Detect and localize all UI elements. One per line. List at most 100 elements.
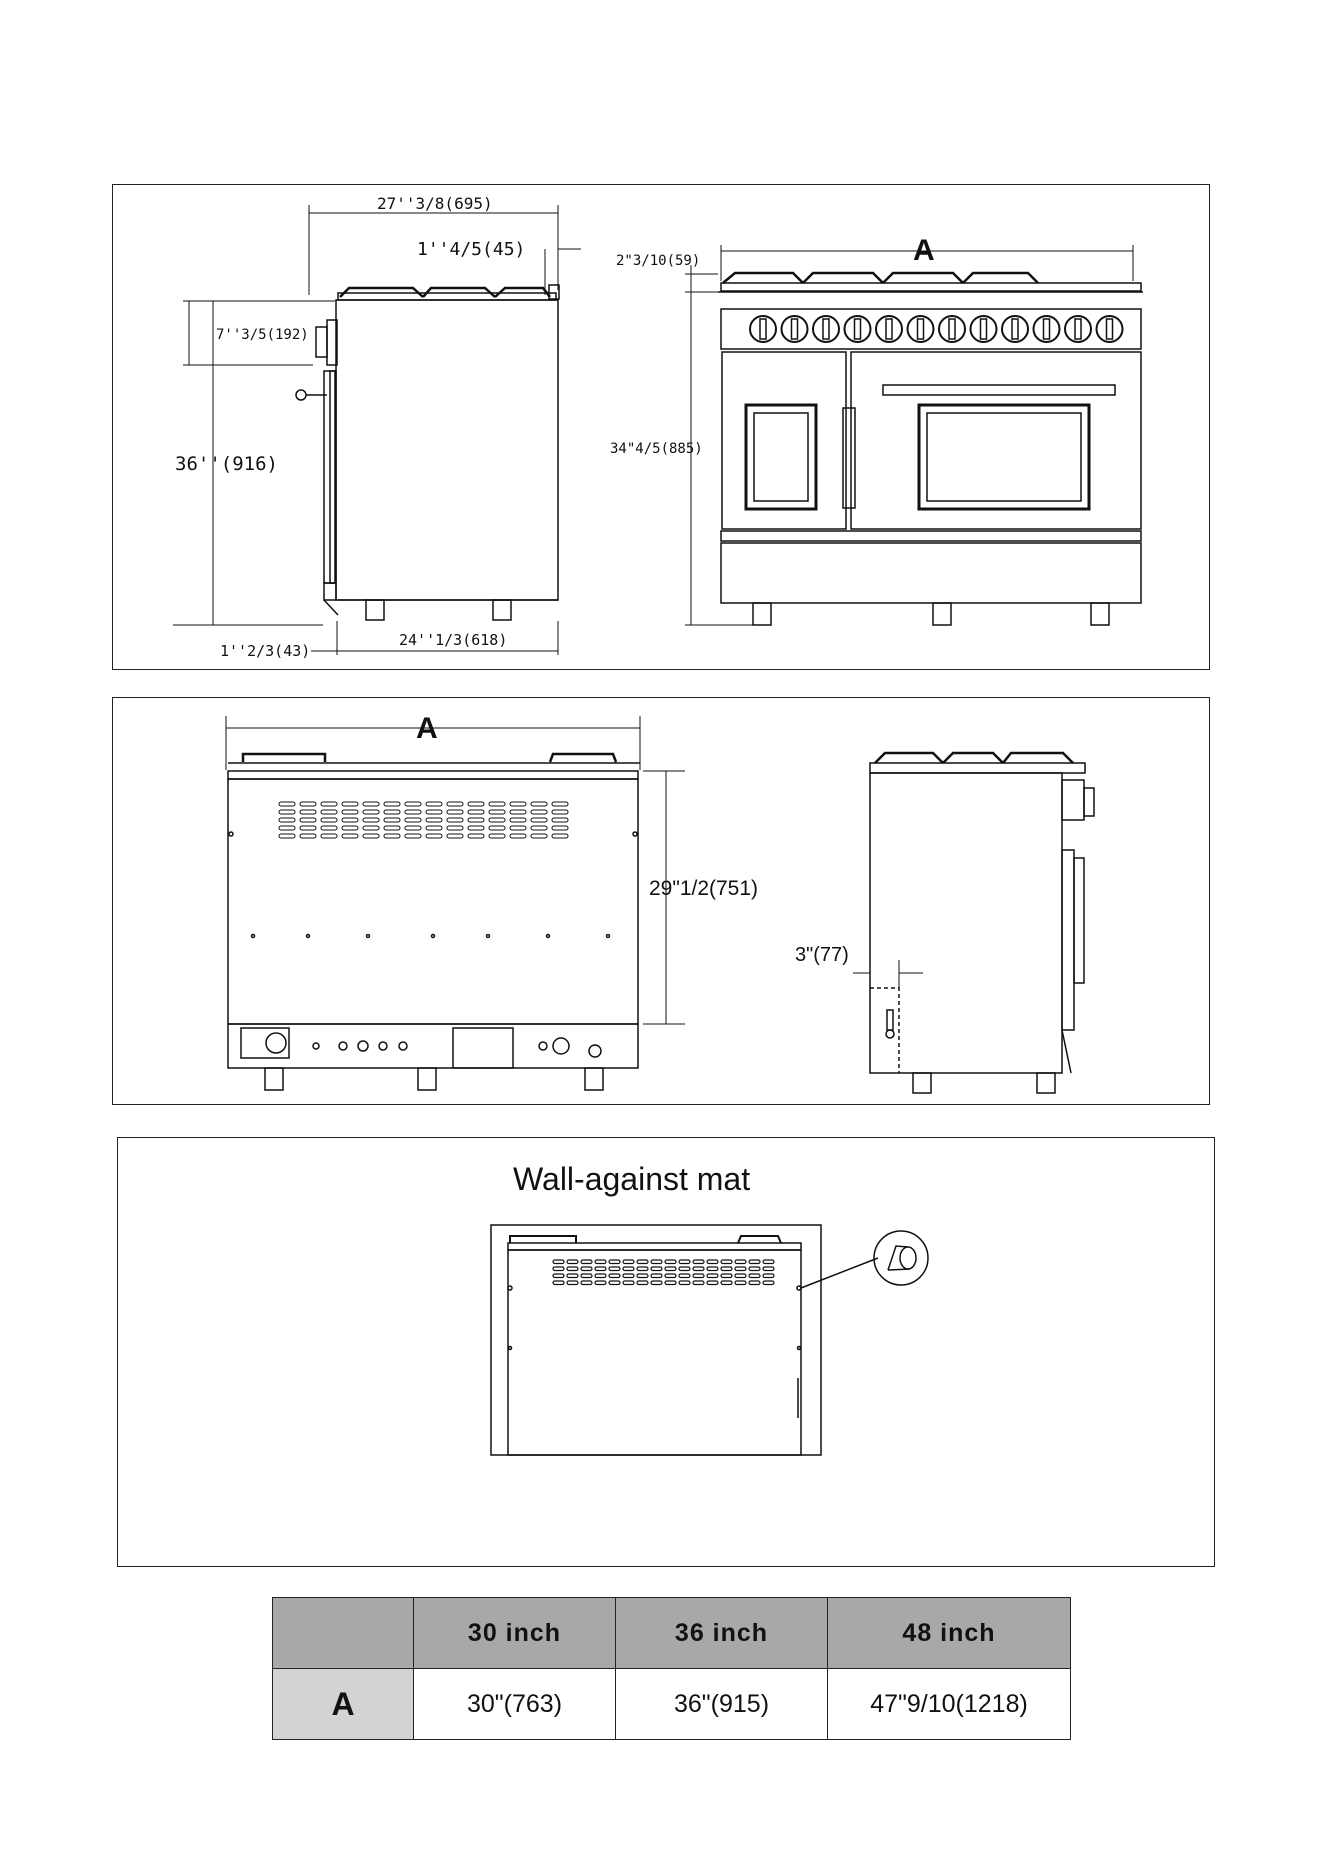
vent-slot — [342, 834, 358, 838]
vent-slot — [342, 802, 358, 806]
vent-slot — [468, 834, 484, 838]
side-body-depth-label: 24''1/3(618) — [399, 631, 507, 649]
vent-slot — [651, 1260, 662, 1264]
middle-panel: A 29"1/2(751) 3"(77) — [112, 697, 1210, 1105]
vent-slot — [567, 1274, 578, 1278]
vent-slot — [321, 810, 337, 814]
vent-slot — [567, 1260, 578, 1264]
vent-slot — [693, 1274, 704, 1278]
vent-slot — [693, 1281, 704, 1285]
vent-slot — [735, 1281, 746, 1285]
vent-slot — [595, 1274, 606, 1278]
vent-slot — [763, 1267, 774, 1271]
vent-slot — [763, 1274, 774, 1278]
rear-view-dimensions — [226, 716, 685, 1024]
rear-width-label: A — [416, 712, 438, 745]
vent-slot — [384, 818, 400, 822]
vent-slot — [693, 1260, 704, 1264]
vent-slot — [595, 1281, 606, 1285]
vent-slot — [447, 818, 463, 822]
front-top-height-label: 2"3/10(59) — [616, 253, 700, 269]
vent-slot — [384, 826, 400, 830]
vent-slot — [651, 1274, 662, 1278]
knob-icon — [908, 316, 934, 342]
side-height-label: 36''(916) — [175, 453, 278, 475]
vent-slot — [735, 1260, 746, 1264]
rear-view-vents — [279, 802, 568, 838]
vent-slot — [693, 1267, 704, 1271]
vent-slot — [300, 818, 316, 822]
knob-icon — [782, 316, 808, 342]
vent-slot — [510, 818, 526, 822]
top-panel-drawing: 27''3/8(695) 1''4/5(45) 7''3/5(192) 36''… — [113, 185, 1211, 671]
knob-icon — [971, 316, 997, 342]
vent-slot — [384, 834, 400, 838]
vent-slot — [679, 1267, 690, 1271]
vent-slot — [363, 826, 379, 830]
vent-slot — [447, 810, 463, 814]
vent-slot — [707, 1281, 718, 1285]
vent-slot — [553, 1267, 564, 1271]
vent-slot — [279, 818, 295, 822]
vent-slot — [749, 1267, 760, 1271]
vent-slot — [679, 1260, 690, 1264]
side-view-right-range — [870, 753, 1094, 1093]
vent-slot — [609, 1260, 620, 1264]
vent-slot — [363, 802, 379, 806]
vent-slot — [405, 802, 421, 806]
mat-panel: Wall-against mat — [117, 1137, 1215, 1567]
vent-slot — [637, 1267, 648, 1271]
vent-slot — [489, 802, 505, 806]
vent-slot — [552, 834, 568, 838]
vent-slot — [623, 1274, 634, 1278]
rear-height-label: 29"1/2(751) — [649, 877, 758, 900]
vent-slot — [489, 810, 505, 814]
vent-slot — [405, 810, 421, 814]
vent-slot — [279, 834, 295, 838]
vent-slot — [279, 802, 295, 806]
vent-slot — [665, 1281, 676, 1285]
vent-slot — [581, 1267, 592, 1271]
knob-icon — [813, 316, 839, 342]
vent-slot — [749, 1260, 760, 1264]
front-view-knobs — [750, 316, 1123, 342]
vent-slot — [510, 802, 526, 806]
front-view-dimensions — [685, 245, 1133, 625]
knob-icon — [1034, 316, 1060, 342]
vent-slot — [707, 1274, 718, 1278]
vent-slot — [279, 826, 295, 830]
vent-slot — [426, 834, 442, 838]
vent-slot — [735, 1274, 746, 1278]
knob-icon — [1065, 316, 1091, 342]
vent-slot — [342, 826, 358, 830]
vent-slot — [721, 1274, 732, 1278]
knob-icon — [1097, 316, 1123, 342]
knob-icon — [1002, 316, 1028, 342]
vent-slot — [300, 826, 316, 830]
vent-slot — [510, 834, 526, 838]
vent-slot — [531, 826, 547, 830]
vent-slot — [581, 1281, 592, 1285]
vent-slot — [707, 1267, 718, 1271]
vent-slot — [468, 810, 484, 814]
front-body-height-label: 34"4/5(885) — [610, 441, 703, 457]
vent-slot — [510, 826, 526, 830]
vent-slot — [468, 818, 484, 822]
vent-slot — [426, 826, 442, 830]
vent-slot — [581, 1274, 592, 1278]
vent-slot — [637, 1281, 648, 1285]
vent-slot — [749, 1281, 760, 1285]
vent-slot — [609, 1281, 620, 1285]
vent-slot — [623, 1281, 634, 1285]
vent-slot — [665, 1267, 676, 1271]
vent-slot — [609, 1274, 620, 1278]
vent-slot — [363, 810, 379, 814]
vent-slot — [763, 1260, 774, 1264]
vent-slot — [721, 1267, 732, 1271]
knob-icon — [876, 316, 902, 342]
vent-slot — [721, 1260, 732, 1264]
vent-slot — [363, 818, 379, 822]
side-knob-height-label: 7''3/5(192) — [216, 327, 309, 343]
vent-slot — [321, 818, 337, 822]
table-cell: 36"(915) — [616, 1669, 828, 1740]
